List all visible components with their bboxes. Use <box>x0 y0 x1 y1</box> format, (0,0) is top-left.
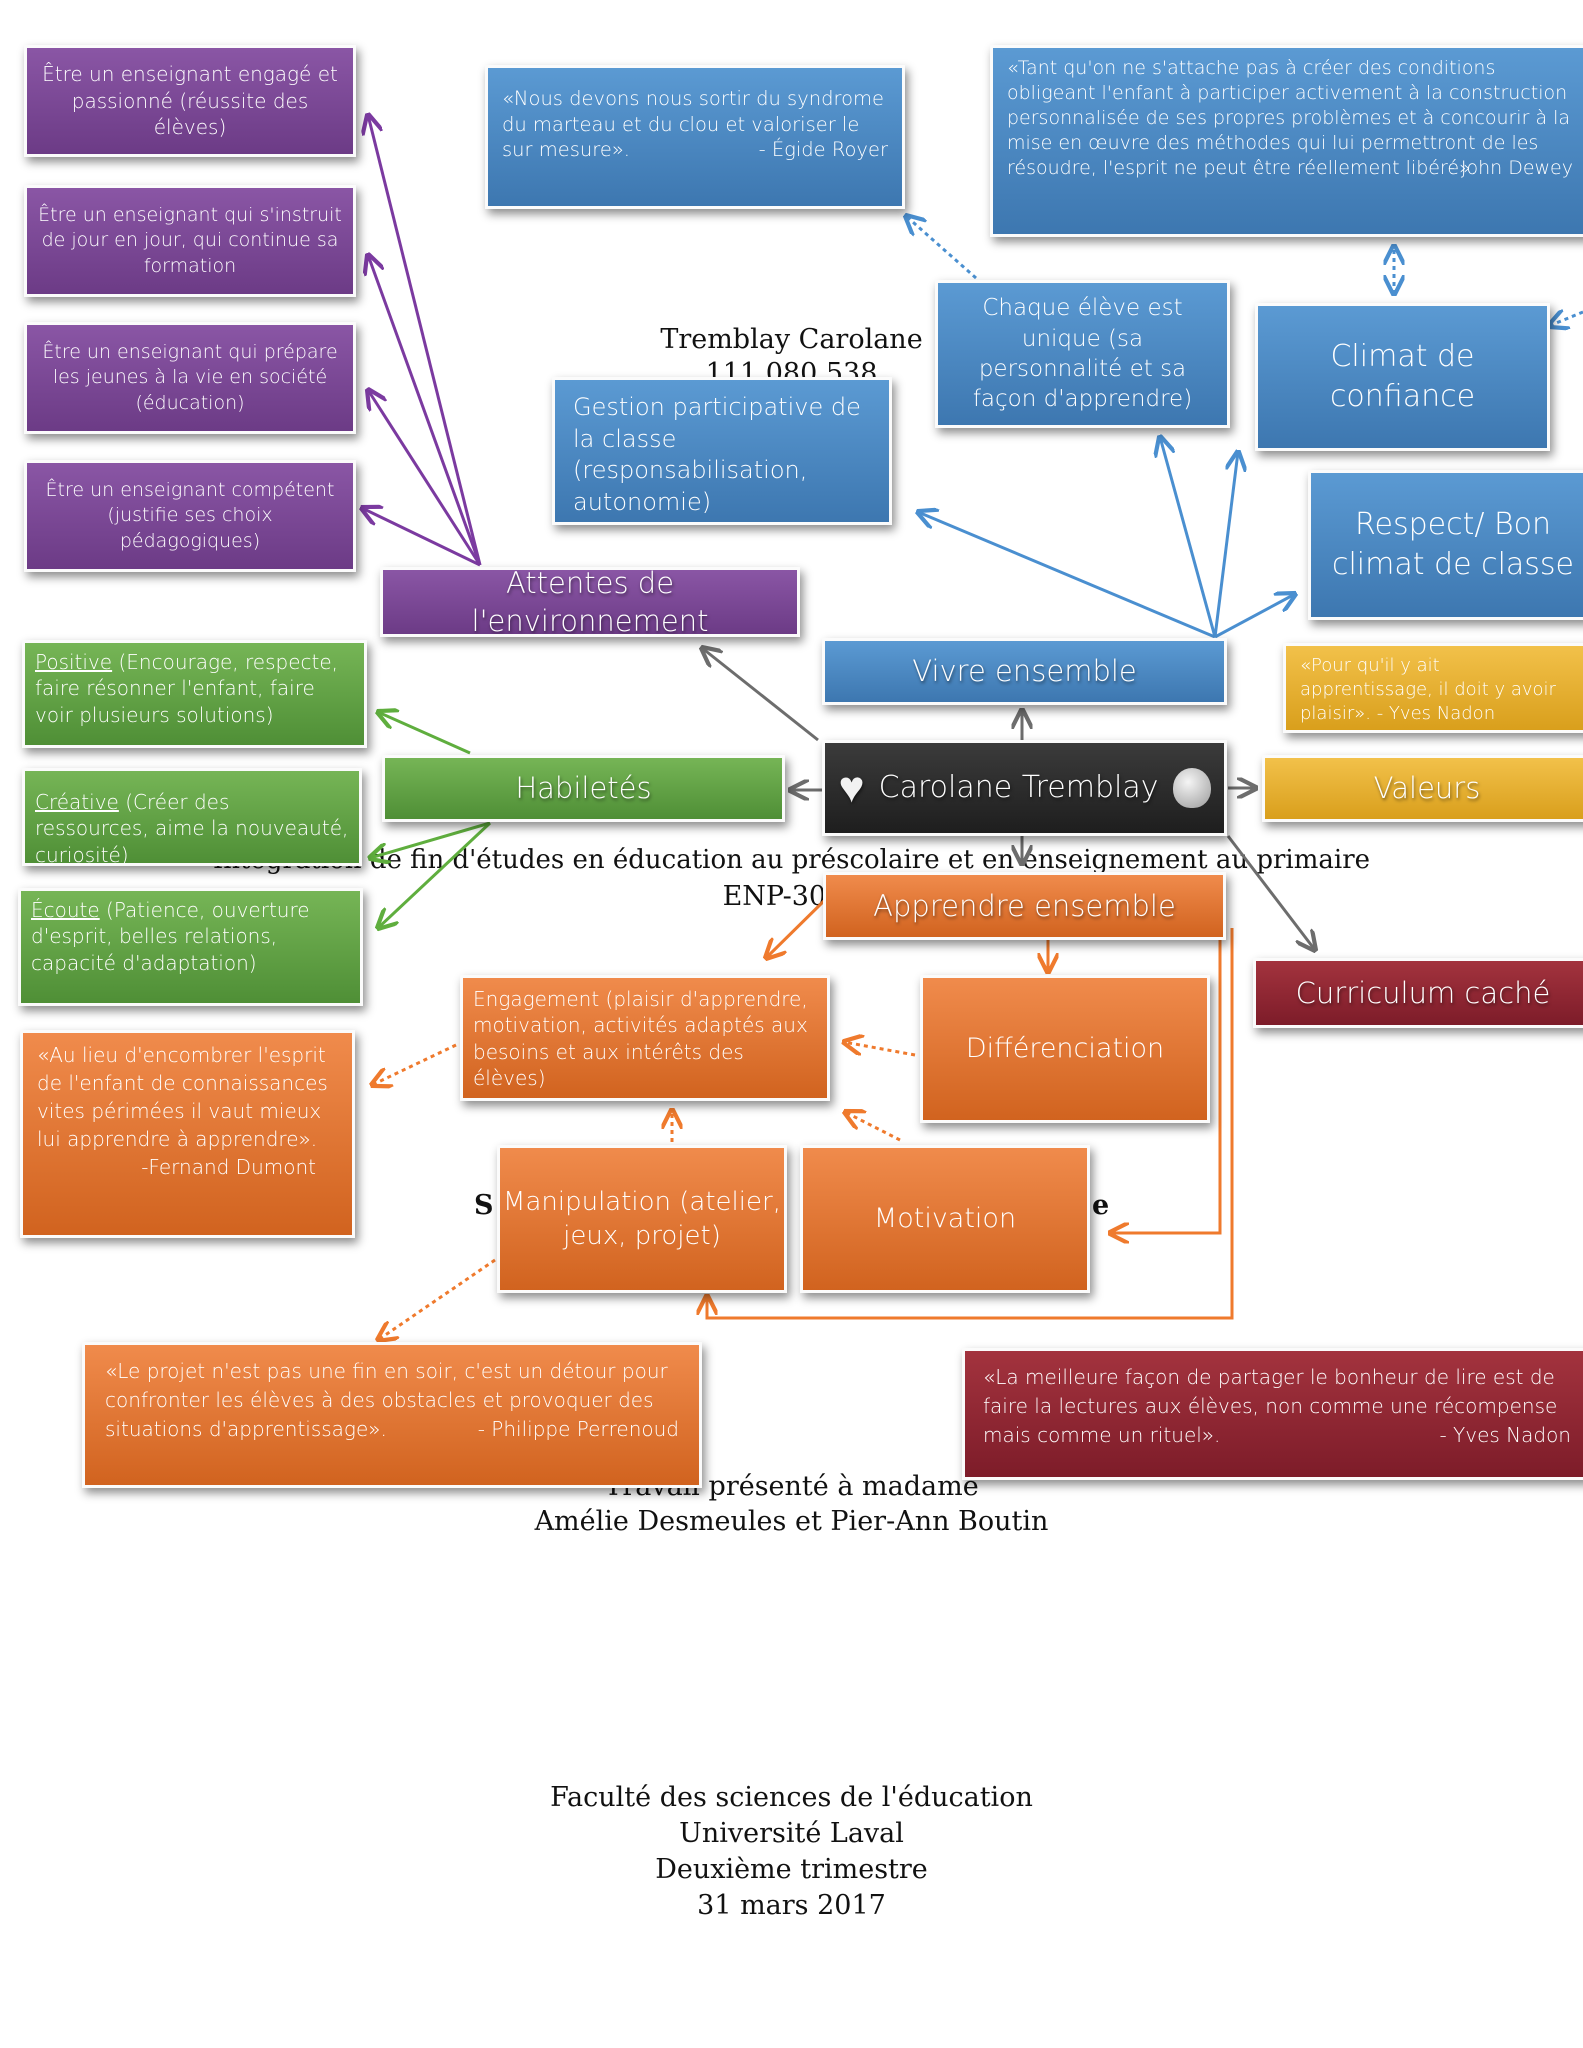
green-item-positive: Positive (Encourage, respecte, faire rés… <box>22 640 367 748</box>
green-item-ecoute: Écoute (Patience, ouverture d'esprit, be… <box>18 888 363 1006</box>
orange-item-motivation: Motivation <box>800 1145 1090 1293</box>
blue-item-gestion-text: Gestion participative de la classe (resp… <box>573 393 861 517</box>
quote-perrenoud: «Le projet n'est pas une fin en soir, c'… <box>82 1342 702 1488</box>
purple-item-instruit: Être un enseignant qui s'instruit de jou… <box>24 185 356 297</box>
purple-item-competent-text: Être un enseignant compétent (justifie s… <box>45 479 335 552</box>
arrow-vivre-unique-1 <box>1160 437 1217 638</box>
arrow-motivation-engagement <box>845 1112 901 1142</box>
author-name: Tremblay Carolane <box>660 324 923 355</box>
node-center: ♥ Carolane Tremblay <box>822 740 1227 836</box>
quote-royer-text: «Nous devons nous sortir du syndrome du … <box>502 87 885 162</box>
node-valeurs: Valeurs <box>1262 755 1583 822</box>
quote-dewey-author: - John Dewey <box>1447 157 1573 180</box>
orange-item-differenciation-text: Différenciation <box>965 1033 1165 1065</box>
quote-nadon1-text: «Pour qu'il y ait apprentissage, il doit… <box>1300 655 1556 724</box>
node-habiletes: Habiletés <box>382 755 785 822</box>
teachers-line: Amélie Desmeules et Pier-Ann Boutin <box>534 1506 1049 1537</box>
arrow-vivre-respect <box>1214 594 1295 639</box>
node-apprendre-label: Apprendre ensemble <box>873 888 1176 923</box>
purple-item-societe: Être un enseignant qui prépare les jeune… <box>24 322 356 434</box>
arrow-habiletes-creative <box>370 821 491 858</box>
quote-royer: «Nous devons nous sortir du syndrome du … <box>485 65 905 209</box>
blue-item-climat-text: Climat de confiance <box>1329 339 1476 414</box>
quote-dewey-text: «Tant qu'on ne s'attache pas à créer des… <box>1007 57 1571 180</box>
quote-royer-author: - Égide Royer <box>758 138 888 162</box>
purple-item-engage-text: Être un enseignant engagé et passionné (… <box>42 62 338 140</box>
university-line: Université Laval <box>679 1818 904 1849</box>
arrow-apprendre-manipulation <box>707 928 1234 1320</box>
orange-item-manipulation-text: Manipulation (atelier, jeux, projet) <box>503 1186 781 1251</box>
arrow-attentes-2 <box>368 255 482 566</box>
orange-item-engagement-text: Engagement (plaisir d'apprendre, motivat… <box>473 987 808 1091</box>
node-curriculum-cache: Curriculum caché <box>1253 958 1583 1028</box>
quote-nadon1-author: - Yves Nadon <box>1376 702 1496 724</box>
arrow-engagement-dumont <box>372 1043 457 1085</box>
arrow-attentes-1 <box>368 115 482 566</box>
node-curriculum-label: Curriculum caché <box>1295 975 1551 1010</box>
node-habiletes-label: Habiletés <box>515 771 652 806</box>
date-line: 31 mars 2017 <box>697 1890 886 1921</box>
node-vivre-ensemble: Vivre ensemble <box>822 638 1227 705</box>
course-title: Intégration de fin d'études en éducation… <box>212 845 1371 875</box>
arrow-habiletes-positive <box>378 712 471 755</box>
orange-item-engagement: Engagement (plaisir d'apprendre, motivat… <box>460 975 830 1101</box>
heart-icon: ♥ <box>838 761 865 813</box>
apple-icon <box>1172 768 1211 808</box>
node-center-label: Carolane Tremblay <box>878 770 1159 806</box>
arrow-attentes-3 <box>368 390 482 566</box>
blue-item-unique: Chaque élève est unique (sa personnalité… <box>935 280 1230 428</box>
green-item-creative: Créative (Créer des ressources, aime la … <box>22 768 362 866</box>
arrow-attentes-4 <box>362 508 481 567</box>
arrow-center-attentes <box>702 648 819 742</box>
quote-nadon2-author: - Yves Nadon <box>1439 1423 1571 1447</box>
blue-item-respect-text: Respect/ Bon climat de classe <box>1331 507 1575 582</box>
purple-item-instruit-text: Être un enseignant qui s'instruit de jou… <box>38 204 342 277</box>
blue-item-respect: Respect/ Bon climat de classe <box>1308 470 1583 620</box>
orange-item-manipulation: Manipulation (atelier, jeux, projet) <box>497 1145 787 1293</box>
arrow-apprendre-engagement <box>766 891 834 958</box>
quote-nadon-lecture: «La meilleure façon de partager le bonhe… <box>962 1348 1583 1480</box>
faculty-line: Faculté des sciences de l'éducation <box>550 1782 1033 1813</box>
green-item-positive-text: (Encourage, respecte, faire résonner l'e… <box>35 650 338 727</box>
node-attentes: Attentes de l'environnement <box>380 567 800 637</box>
arrow-unique-royer <box>906 216 977 280</box>
term-line: Deuxième trimestre <box>655 1854 928 1885</box>
green-item-positive-title: Positive <box>35 650 113 674</box>
quote-perrenoud-author: - Philippe Perrenoud <box>477 1417 679 1441</box>
quote-dumont-text: «Au lieu d'encombrer l'esprit de l'enfan… <box>37 1043 328 1151</box>
arrow-apprendre-motivation <box>1110 928 1222 1233</box>
quote-nadon2-text: «La meilleure façon de partager le bonhe… <box>983 1365 1558 1447</box>
quote-nadon-plaisir: «Pour qu'il y ait apprentissage, il doit… <box>1283 643 1583 733</box>
arrow-climat-right <box>1549 312 1583 326</box>
blue-item-unique-text: Chaque élève est unique (sa personnalité… <box>972 295 1193 413</box>
arrow-habiletes-ecoute <box>378 821 492 928</box>
green-item-ecoute-text: (Patience, ouverture d'esprit, belles re… <box>31 898 310 975</box>
arrow-differenciation-engagement <box>844 1042 916 1057</box>
node-attentes-label: Attentes de l'environnement <box>471 567 709 637</box>
arrow-manipulation-perrenoud <box>378 1258 496 1340</box>
orange-item-motivation-text: Motivation <box>873 1203 1017 1235</box>
work-title-end: e <box>1092 1190 1110 1221</box>
quote-dumont-author: -Fernand Dumont <box>141 1155 316 1179</box>
quote-dewey: «Tant qu'on ne s'attache pas à créer des… <box>990 45 1583 237</box>
arrow-center-curriculum <box>1226 835 1315 950</box>
node-apprendre-ensemble: Apprendre ensemble <box>823 872 1226 940</box>
arrow-vivre-unique-2 <box>1213 452 1238 638</box>
purple-item-engage: Être un enseignant engagé et passionné (… <box>24 45 356 157</box>
arrow-vivre-gestion <box>918 512 1216 639</box>
green-item-creative-title: Créative <box>35 790 119 814</box>
green-item-creative-text: (Créer des ressources, aime la nouveauté… <box>35 790 349 866</box>
blue-item-gestion: Gestion participative de la classe (resp… <box>552 377 892 525</box>
green-item-ecoute-title: Écoute <box>31 898 100 922</box>
purple-item-competent: Être un enseignant compétent (justifie s… <box>24 460 356 572</box>
quote-dumont: «Au lieu d'encombrer l'esprit de l'enfan… <box>20 1030 355 1238</box>
node-valeurs-label: Valeurs <box>1373 771 1481 806</box>
orange-item-differenciation: Différenciation <box>920 975 1210 1123</box>
quote-perrenoud-text: «Le projet n'est pas une fin en soir, c'… <box>105 1359 668 1441</box>
blue-item-climat: Climat de confiance <box>1255 303 1550 451</box>
node-vivre-label: Vivre ensemble <box>912 654 1137 689</box>
work-title-start: S <box>474 1190 494 1221</box>
purple-item-societe-text: Être un enseignant qui prépare les jeune… <box>42 341 338 414</box>
